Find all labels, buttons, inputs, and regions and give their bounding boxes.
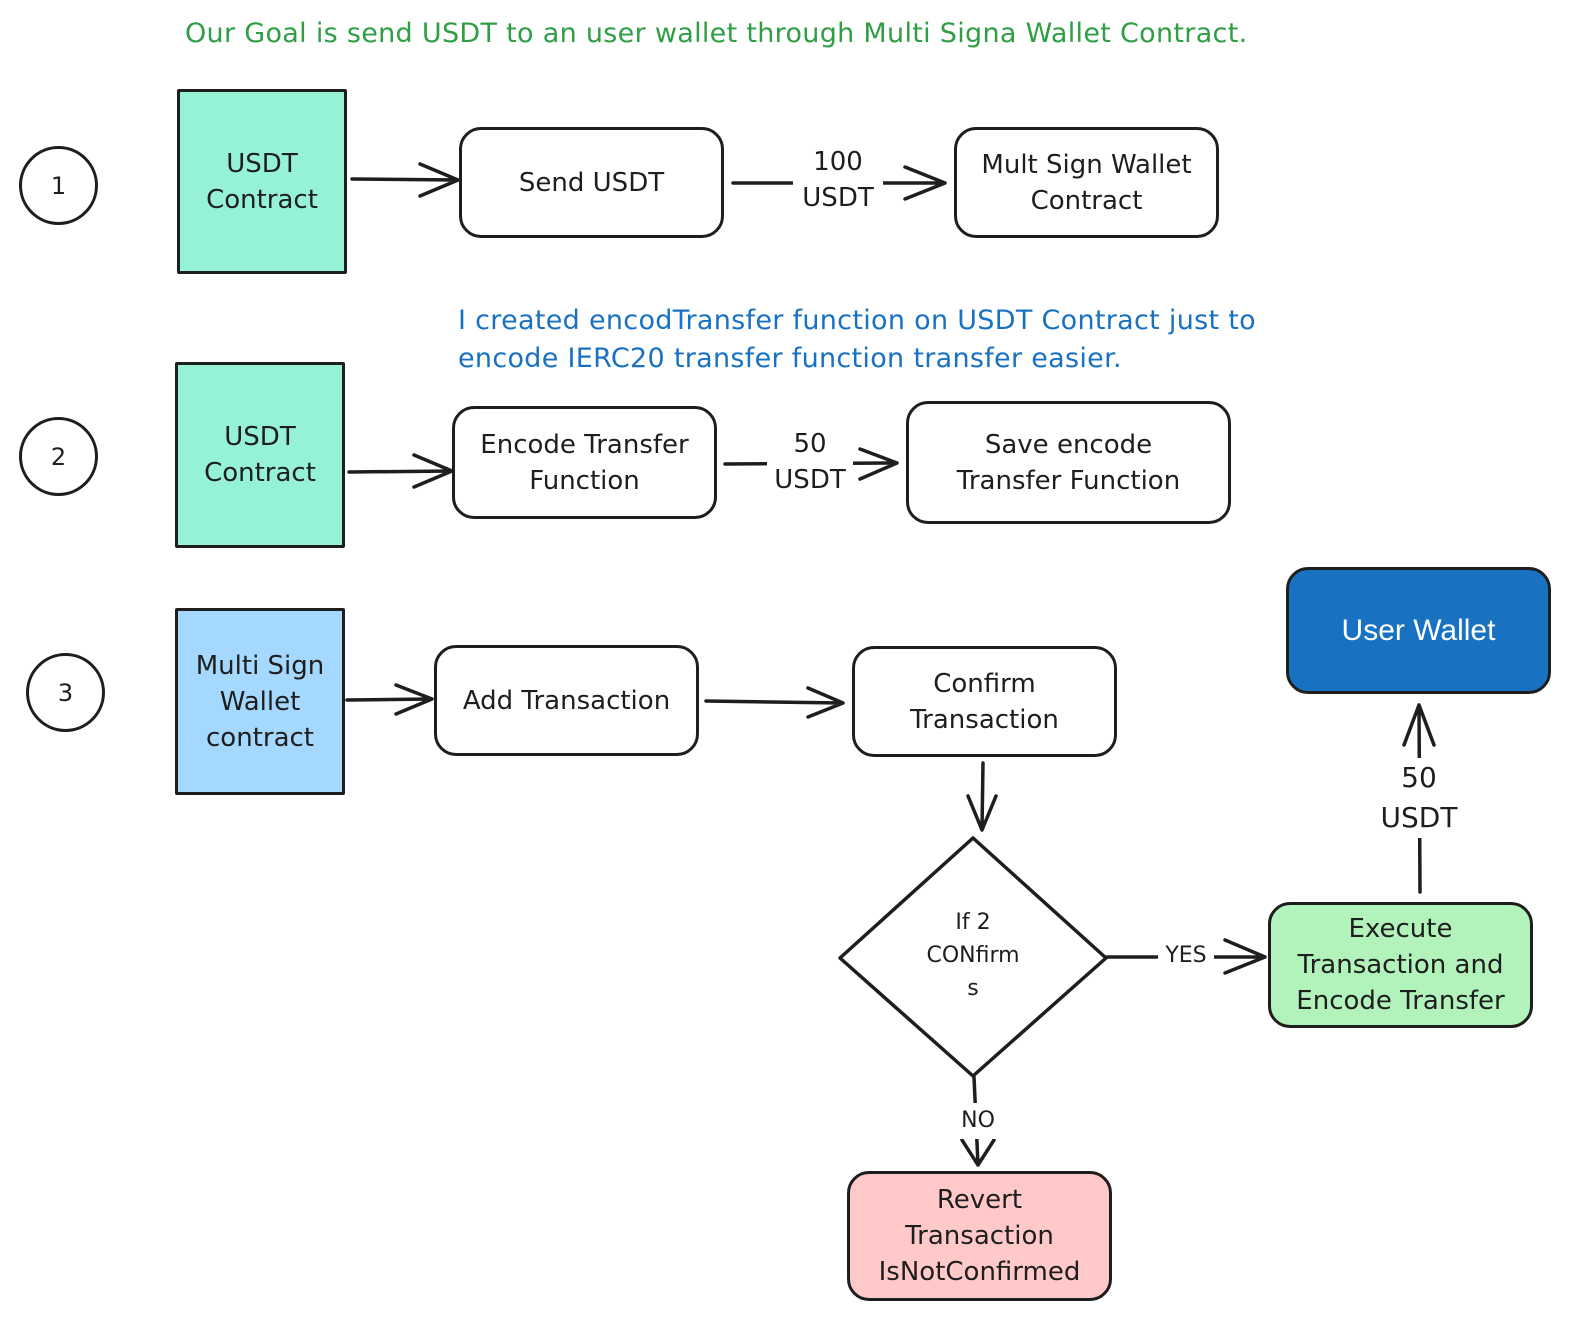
no-label: NO [952,1103,1004,1139]
arrow-confirm-to-decision [966,761,998,832]
arrow-add-to-confirm [704,686,845,719]
arrow-usdt-to-send [350,162,460,198]
send-usdt-node: Send USDT [459,127,724,238]
amount-label-row3: 50 USDT [1372,758,1466,838]
encode-note: I created encodTransfer function on USDT… [458,305,1256,374]
step-marker-1: 1 [19,146,98,225]
usdt-contract-node-2: USDT Contract [175,362,345,548]
confirm-transaction-node: Confirm Transaction [852,646,1117,757]
amount-label-row1: 100 USDT [793,144,883,216]
yes-label: YES [1158,938,1214,974]
save-encode-node: Save encode Transfer Function [906,401,1231,524]
revert-transaction-node: Revert Transaction IsNotConfirmed [847,1171,1112,1301]
multisig-wallet-contract-node: Mult Sign Wallet Contract [954,127,1219,238]
multisig-wallet-source-node: Multi Sign Wallet contract [175,608,345,795]
usdt-contract-node-1: USDT Contract [177,89,347,274]
add-transaction-node: Add Transaction [434,645,699,756]
user-wallet-node: User Wallet [1286,567,1551,694]
encode-transfer-node: Encode Transfer Function [452,406,717,519]
arrow-usdt-to-encode [347,453,454,489]
arrow-multisig-to-add [345,683,434,716]
goal-note: Our Goal is send USDT to an user wallet … [185,18,1248,49]
execute-transaction-node: Execute Transaction and Encode Transfer [1268,902,1533,1028]
step-marker-2: 2 [19,417,98,496]
amount-label-row2: 50 USDT [767,426,853,498]
step-marker-3: 3 [26,653,105,732]
decision-label: If 2 CONfirm s [926,910,1020,1001]
